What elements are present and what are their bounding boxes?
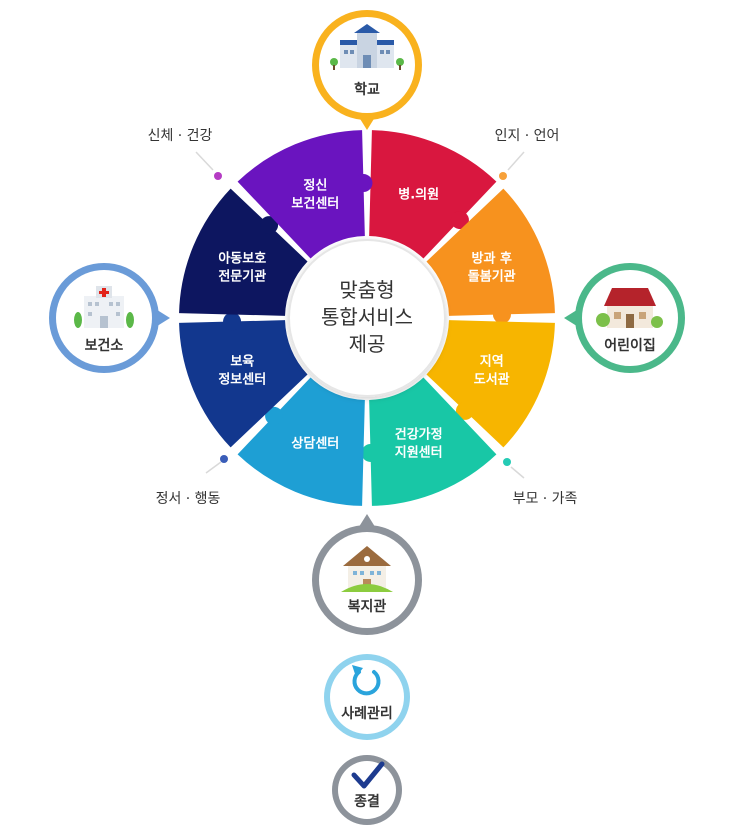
side-label-bottomleft: 정서 · 행동 bbox=[156, 491, 221, 507]
segment-label-childcareinfo-2: 정보센터 bbox=[218, 372, 266, 388]
segment-knob-counseling bbox=[265, 406, 284, 425]
side-dot-topright bbox=[499, 172, 507, 180]
side-dot-bottomleft bbox=[220, 455, 228, 463]
segment-healthfamily bbox=[369, 377, 497, 506]
healthcenter-label: 보건소 bbox=[85, 337, 124, 354]
welfare-bubble: 복지관 bbox=[312, 514, 422, 635]
side-label-group-bottomleft: 정서 · 행동 bbox=[156, 455, 228, 507]
case-management-circle: 사례관리 bbox=[324, 654, 410, 740]
segment-afterschool bbox=[426, 188, 555, 316]
segment-knob-afterschool bbox=[492, 305, 511, 324]
center-line-2: 통합서비스 bbox=[321, 305, 413, 329]
school-label: 학교 bbox=[354, 82, 380, 98]
center-line-3: 제공 bbox=[349, 332, 386, 356]
side-label-group-topright: 인지 · 언어 bbox=[495, 128, 560, 180]
segment-label-childprotection-1: 아동보호 bbox=[218, 250, 266, 266]
segment-hospital bbox=[369, 130, 497, 259]
segment-library bbox=[426, 320, 555, 448]
center-line-1: 맞춤형 bbox=[339, 278, 394, 302]
segment-label-mentalhealth-2: 보건센터 bbox=[291, 195, 339, 211]
segment-childcareinfo bbox=[179, 320, 308, 448]
segment-childprotection bbox=[179, 188, 308, 316]
segment-knob-hospital bbox=[450, 211, 469, 230]
welfare-label: 복지관 bbox=[348, 598, 387, 615]
healthcenter-bubble: 보건소 bbox=[49, 263, 170, 373]
side-label-group-topleft: 신체 · 건강 bbox=[148, 128, 222, 180]
segment-label-counseling-1: 상담센터 bbox=[291, 436, 339, 452]
segment-knob-mentalhealth bbox=[354, 174, 373, 193]
school-building-icon bbox=[330, 24, 404, 70]
side-dot-topleft bbox=[214, 172, 222, 180]
side-label-bottomright: 부모 · 가족 bbox=[513, 491, 578, 507]
side-label-topleft: 신체 · 건강 bbox=[148, 128, 213, 144]
segment-label-afterschool-2: 돌봄기관 bbox=[468, 268, 516, 284]
segment-label-childprotection-2: 전문기관 bbox=[218, 268, 266, 284]
check-mark-icon bbox=[351, 761, 385, 789]
case-management-label: 사례관리 bbox=[341, 705, 393, 722]
closure-circle: 종결 bbox=[332, 755, 402, 825]
segment-knob-childcareinfo bbox=[223, 312, 242, 331]
segment-knob-library bbox=[455, 401, 474, 420]
side-dot-bottomright bbox=[503, 458, 511, 466]
segment-label-healthfamily-2: 지원센터 bbox=[395, 445, 443, 461]
segment-label-childcareinfo-1: 보육 bbox=[230, 354, 254, 370]
daycare-bubble: 어린이집 bbox=[564, 263, 685, 373]
segment-label-hospital-1: 병.의원 bbox=[398, 186, 439, 202]
segment-label-mentalhealth-1: 정신 bbox=[303, 177, 327, 193]
center-circle: 맞춤형 통합서비스 제공 bbox=[288, 239, 446, 397]
closure-label: 종결 bbox=[354, 793, 380, 810]
daycare-label: 어린이집 bbox=[604, 337, 656, 354]
segment-label-afterschool-1: 방과 후 bbox=[472, 250, 512, 266]
segment-knob-healthfamily bbox=[361, 443, 380, 462]
school-bubble: 학교 bbox=[312, 10, 422, 130]
daycare-house-icon bbox=[596, 288, 663, 328]
refresh-cycle-icon bbox=[352, 665, 381, 696]
segment-label-healthfamily-1: 건강가정 bbox=[395, 427, 443, 443]
segment-label-library-1: 지역 bbox=[480, 354, 504, 370]
side-label-topright: 인지 · 언어 bbox=[495, 128, 560, 144]
segment-label-library-2: 도서관 bbox=[474, 372, 510, 388]
side-label-group-bottomright: 부모 · 가족 bbox=[503, 458, 578, 507]
segment-counseling bbox=[237, 377, 365, 506]
hospital-building-icon bbox=[74, 286, 134, 328]
welfare-house-icon bbox=[341, 546, 393, 592]
segment-knob-childprotection bbox=[260, 216, 279, 235]
segment-mentalhealth bbox=[237, 130, 365, 259]
